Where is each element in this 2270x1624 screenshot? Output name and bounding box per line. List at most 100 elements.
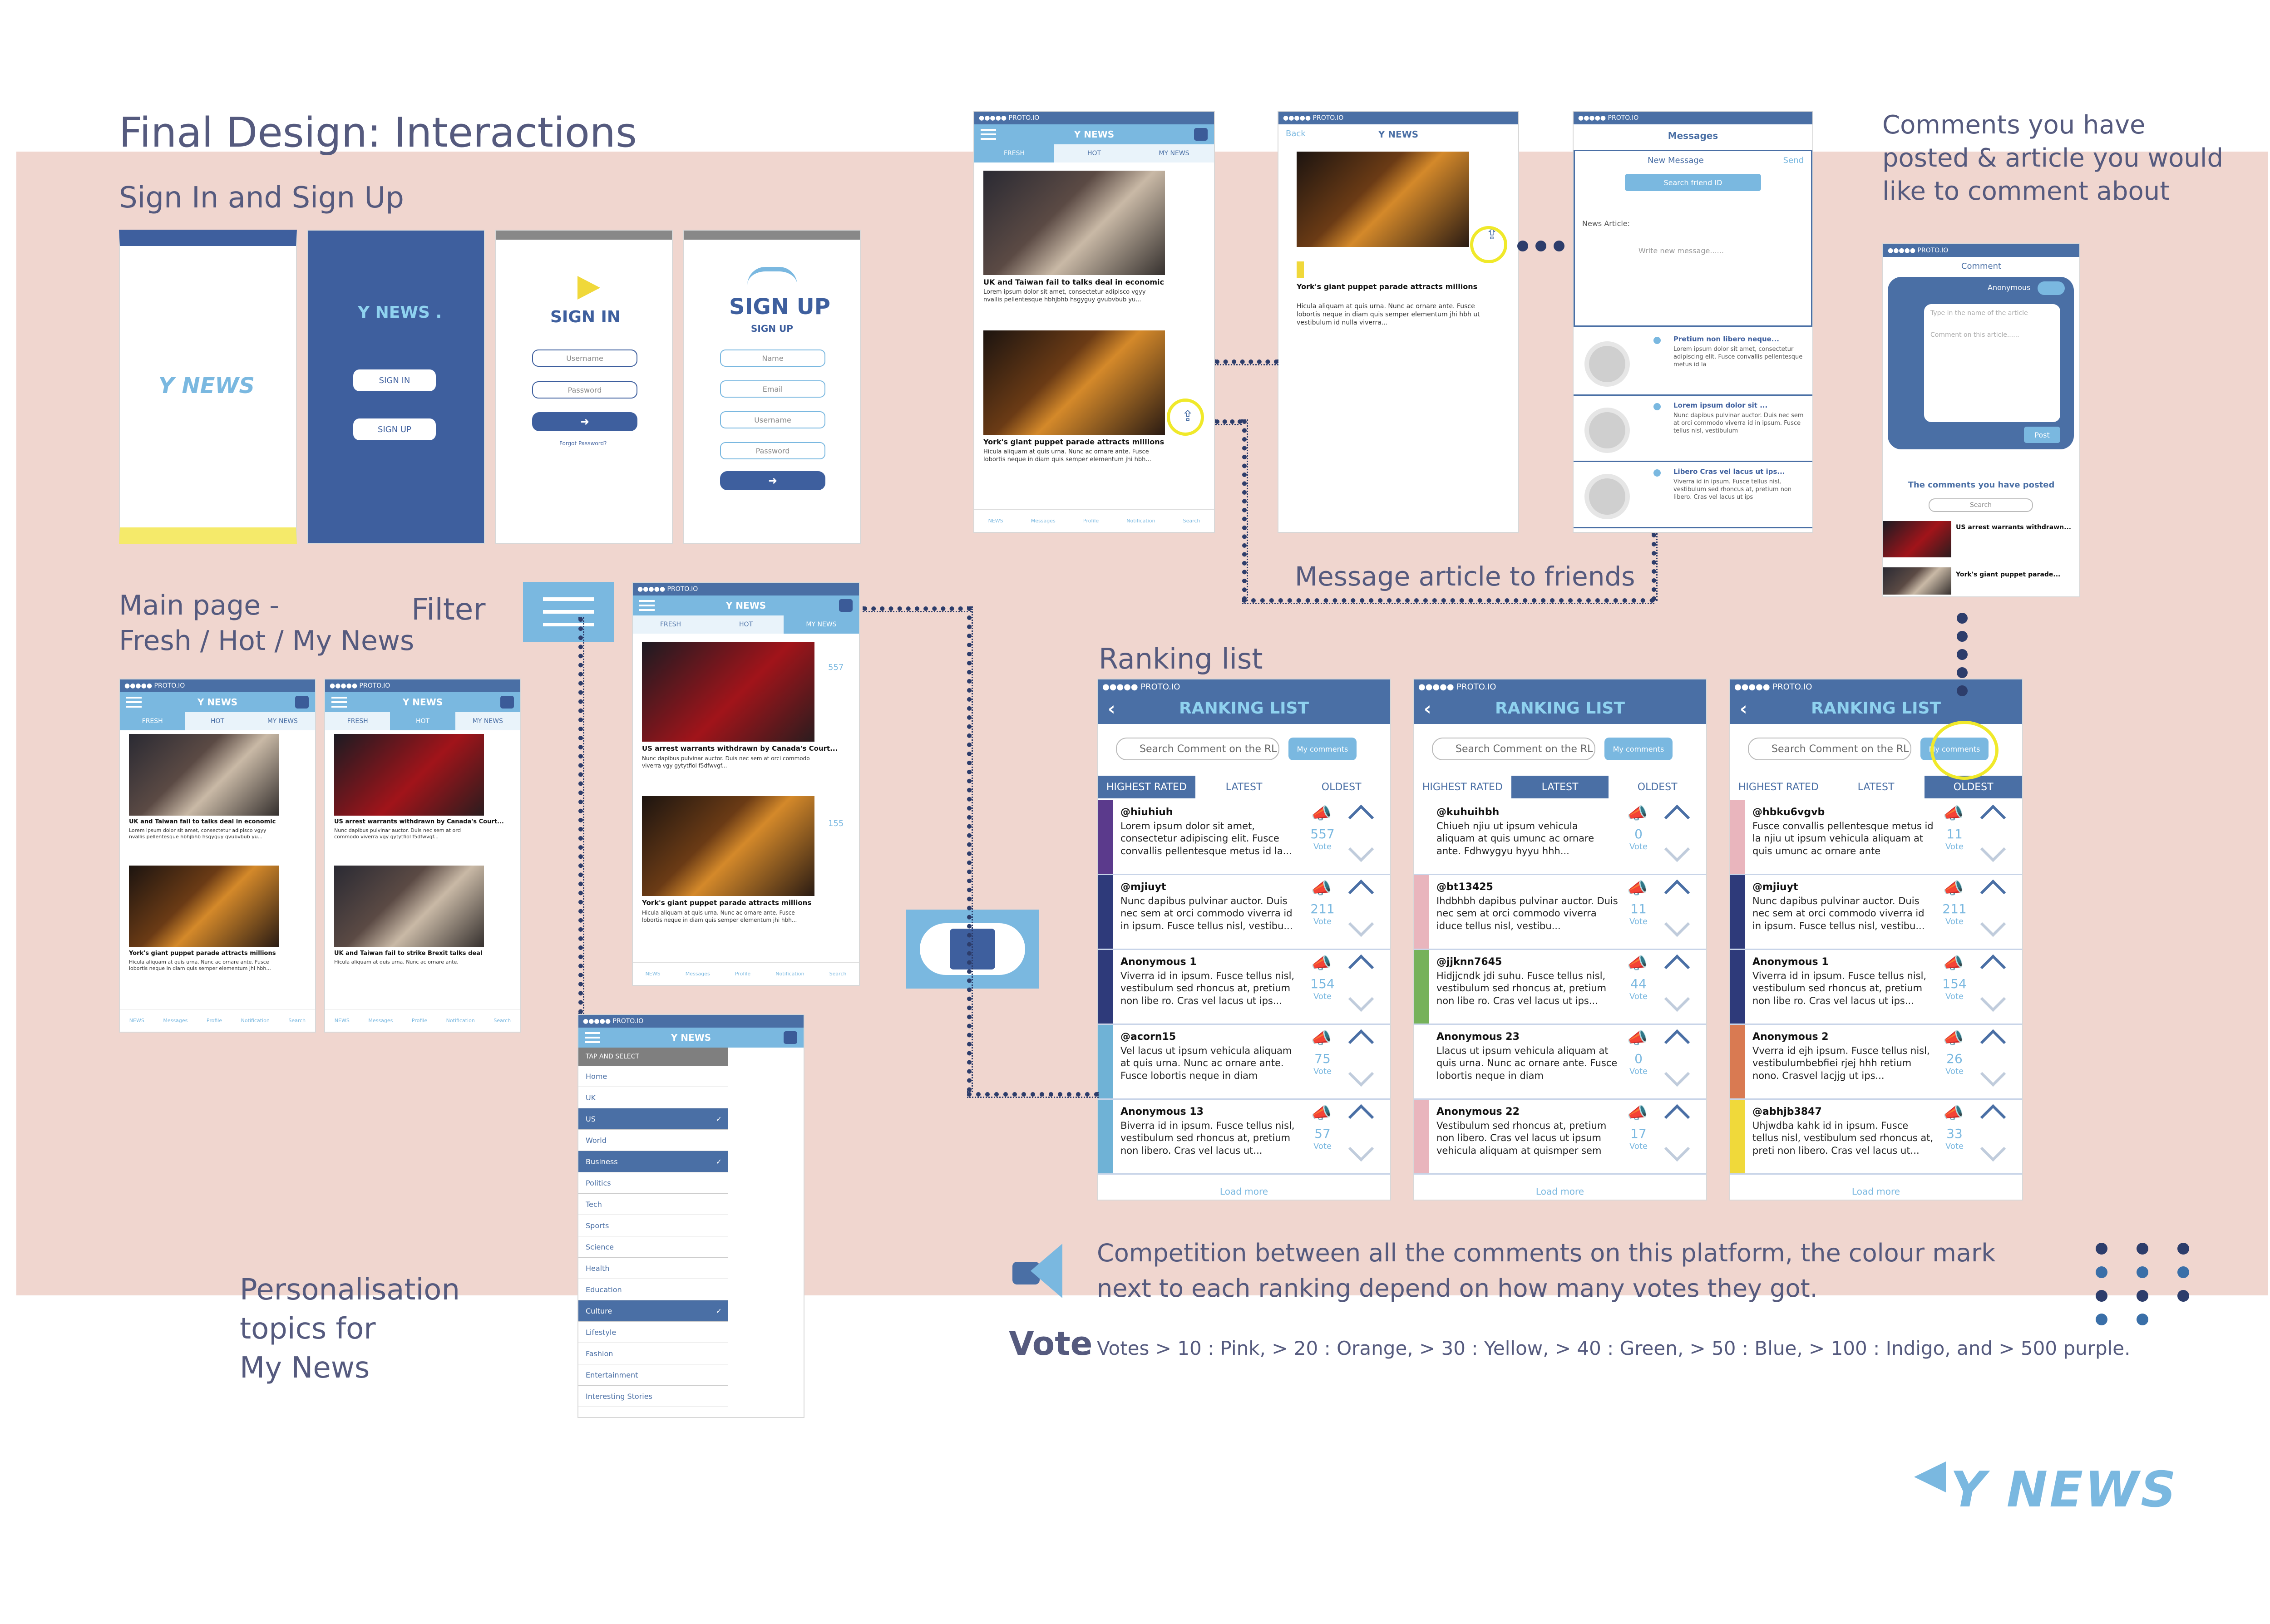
menu-icon[interactable]: [639, 600, 655, 611]
load-more-link[interactable]: Load more: [1851, 1186, 1900, 1197]
nav-profile[interactable]: Profile: [735, 971, 751, 977]
topic-item[interactable]: Fashion: [578, 1343, 728, 1364]
tab-my-news[interactable]: MY NEWS: [1134, 144, 1214, 162]
ranking-search[interactable]: Search Comment on the RL: [1748, 738, 1911, 760]
article-image[interactable]: [983, 171, 1165, 275]
posted-search[interactable]: Search: [1929, 498, 2033, 512]
downvote-icon[interactable]: [1980, 986, 2006, 1012]
upvote-icon[interactable]: [1664, 1029, 1690, 1055]
topic-item[interactable]: Lifestyle: [578, 1322, 728, 1343]
nav-notification[interactable]: Notification: [775, 971, 804, 977]
menu-icon[interactable]: [981, 129, 996, 140]
downvote-icon[interactable]: [1980, 836, 2006, 862]
topic-item[interactable]: Health: [578, 1258, 728, 1279]
article-name-field[interactable]: Type in the name of the article: [1930, 310, 2028, 317]
name-field[interactable]: Name: [720, 349, 825, 367]
downvote-icon[interactable]: [1348, 911, 1374, 937]
nav-news[interactable]: NEWS: [129, 1018, 144, 1024]
article-title[interactable]: York's giant puppet parade attracts mill…: [983, 438, 1165, 446]
article-image[interactable]: [642, 642, 814, 742]
megaphone-icon[interactable]: 📣: [1311, 954, 1332, 973]
nav-notification[interactable]: Notification: [1126, 518, 1155, 524]
article-title[interactable]: UK and Taiwan fail to strike Brexit talk…: [334, 950, 483, 957]
megaphone-icon[interactable]: 📣: [1627, 879, 1648, 898]
article-image[interactable]: [983, 330, 1165, 435]
send-button[interactable]: Send: [1783, 156, 1804, 165]
topic-item[interactable]: Interesting Stories: [578, 1386, 728, 1407]
tab-fresh[interactable]: FRESH: [633, 615, 708, 634]
forgot-password-link[interactable]: Forgot Password?: [559, 440, 607, 447]
topic-item[interactable]: Home: [578, 1066, 728, 1087]
nav-news[interactable]: NEWS: [645, 971, 661, 977]
nav-news[interactable]: NEWS: [988, 518, 1003, 524]
nav-messages[interactable]: Messages: [1031, 518, 1056, 524]
post-button[interactable]: Post: [2024, 427, 2060, 443]
downvote-icon[interactable]: [1664, 836, 1690, 862]
tab-fresh[interactable]: FRESH: [974, 144, 1054, 162]
signin-button[interactable]: SIGN IN: [353, 369, 436, 391]
tab-latest[interactable]: LATEST: [1225, 781, 1263, 793]
signup-username-field[interactable]: Username: [720, 411, 825, 428]
upvote-icon[interactable]: [1348, 1029, 1374, 1055]
message-thread[interactable]: Nunc ac ornare anteVel lacus ut ipsum ve…: [1574, 528, 1812, 532]
topic-item[interactable]: Science: [578, 1236, 728, 1258]
downvote-icon[interactable]: [1980, 1061, 2006, 1087]
downvote-icon[interactable]: [1348, 986, 1374, 1012]
topic-item[interactable]: Culture✓: [578, 1300, 728, 1322]
article-image[interactable]: [129, 734, 279, 816]
downvote-icon[interactable]: [1348, 1061, 1374, 1087]
upvote-icon[interactable]: [1664, 954, 1690, 980]
ranking-search[interactable]: Search Comment on the RL: [1116, 738, 1279, 760]
message-input[interactable]: Write new message......: [1638, 246, 1724, 255]
tab-latest[interactable]: LATEST: [1857, 781, 1895, 793]
comment-input[interactable]: Comment on this article......: [1930, 331, 2019, 339]
upvote-icon[interactable]: [1348, 954, 1374, 980]
login-arrow-button[interactable]: ➜: [532, 412, 637, 431]
menu-icon[interactable]: [331, 697, 347, 708]
nav-profile[interactable]: Profile: [1083, 518, 1099, 524]
message-thread[interactable]: Lorem ipsum dolor sit ...Nunc dapibus pu…: [1574, 396, 1812, 462]
downvote-icon[interactable]: [1664, 986, 1690, 1012]
megaphone-icon[interactable]: 📣: [1311, 1104, 1332, 1122]
topic-item[interactable]: US✓: [578, 1108, 728, 1130]
tab-hot[interactable]: HOT: [708, 615, 784, 634]
tab-latest[interactable]: LATEST: [1511, 776, 1609, 798]
tab-my-news[interactable]: MY NEWS: [784, 615, 859, 634]
downvote-icon[interactable]: [1980, 1136, 2006, 1162]
filter-icon[interactable]: [523, 582, 614, 642]
message-thread[interactable]: Pretium non libero neque...Lorem ipsum d…: [1574, 330, 1812, 396]
nav-search[interactable]: Search: [288, 1018, 306, 1024]
back-button[interactable]: Back: [1286, 129, 1306, 138]
nav-profile[interactable]: Profile: [206, 1018, 222, 1024]
topic-item[interactable]: Sports: [578, 1215, 728, 1236]
posted-thumbnail[interactable]: [1883, 521, 1951, 557]
upvote-icon[interactable]: [1980, 804, 2006, 831]
tab-my-news[interactable]: MY NEWS: [250, 712, 315, 730]
upvote-icon[interactable]: [1980, 1104, 2006, 1130]
tab-oldest[interactable]: OLDEST: [1637, 781, 1678, 793]
topic-item[interactable]: Politics: [578, 1172, 728, 1194]
megaphone-icon[interactable]: 📣: [1943, 804, 1964, 823]
megaphone-icon[interactable]: 📣: [1943, 1104, 1964, 1122]
downvote-icon[interactable]: [1348, 1136, 1374, 1162]
posted-thumbnail[interactable]: [1883, 567, 1951, 595]
megaphone-icon[interactable]: 📣: [1943, 954, 1964, 973]
back-chevron-icon[interactable]: ‹: [1740, 699, 1747, 719]
topic-item[interactable]: Tech: [578, 1194, 728, 1215]
topic-item[interactable]: Entertainment: [578, 1364, 728, 1386]
upvote-icon[interactable]: [1348, 1104, 1374, 1130]
topic-item[interactable]: Business✓: [578, 1151, 728, 1172]
message-thread[interactable]: Libero Cras vel lacus ut ips...Viverra i…: [1574, 462, 1812, 528]
downvote-icon[interactable]: [1664, 1061, 1690, 1087]
tab-hot[interactable]: HOT: [185, 712, 250, 730]
article-title[interactable]: UK and Taiwan fail to talks deal in econ…: [983, 278, 1164, 286]
megaphone-icon[interactable]: 📣: [1311, 879, 1332, 898]
